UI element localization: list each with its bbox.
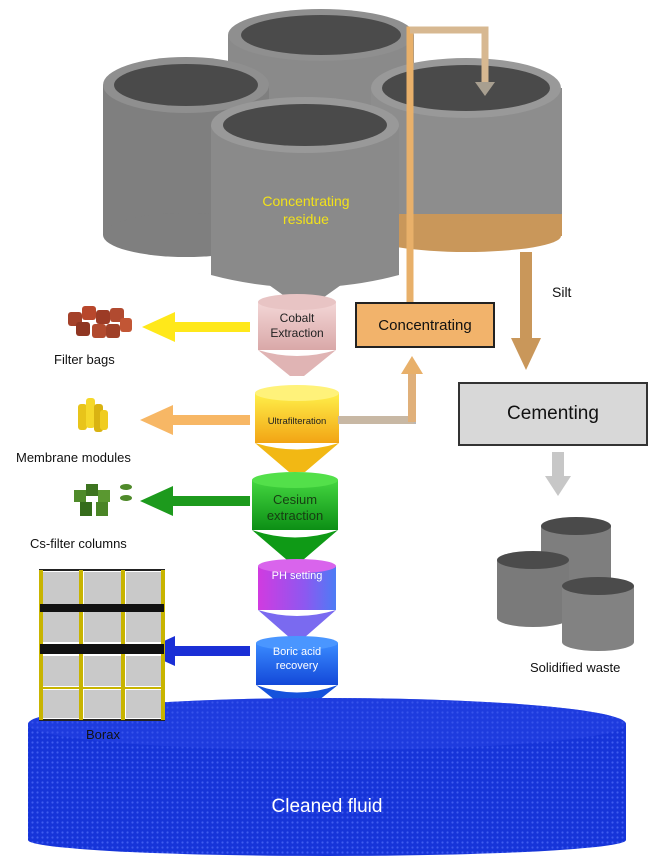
cs-filter-columns-label: Cs-filter columns xyxy=(30,536,127,551)
arrow-membrane-modules xyxy=(140,405,250,435)
cleaned-fluid-tank xyxy=(28,698,626,856)
concentrating-label: Concentrating xyxy=(378,316,472,334)
cesium-extraction-funnel xyxy=(252,472,338,560)
silt-label: Silt xyxy=(552,284,572,300)
ph-setting-funnel xyxy=(258,559,336,638)
filter-bags-label: Filter bags xyxy=(54,352,115,367)
silt-arrow xyxy=(511,252,541,370)
cementing-arrow xyxy=(545,452,571,496)
tank-front xyxy=(211,97,399,300)
ultrafilteration-label: Ultrafilteration xyxy=(267,416,327,427)
filter-bags-icon xyxy=(68,306,132,338)
boric-acid-funnel xyxy=(256,636,338,712)
cementing-label: Cementing xyxy=(507,403,599,424)
arrow-filter-bags xyxy=(142,312,250,342)
concentrating-box: Concentrating xyxy=(355,302,495,348)
arrow-cs-filter xyxy=(140,486,250,516)
cementing-box: Cementing xyxy=(458,382,648,446)
cleaned-fluid-label: Cleaned fluid xyxy=(271,796,383,817)
tank-right xyxy=(371,58,562,252)
borax-icon xyxy=(39,569,165,721)
membrane-modules-label: Membrane modules xyxy=(16,450,131,465)
ph-setting-label: PH setting xyxy=(271,570,323,582)
membrane-modules-icon xyxy=(78,398,108,432)
recycle-pipe xyxy=(406,26,495,302)
borax-label: Borax xyxy=(86,727,120,742)
solidified-waste-label: Solidified waste xyxy=(530,660,621,675)
cs-filter-columns-icon xyxy=(74,484,132,516)
solidified-waste-drums xyxy=(497,517,634,651)
cobalt-extraction-funnel xyxy=(258,294,336,376)
boric-acid-recovery-label: Boric acid recovery xyxy=(272,646,322,672)
cesium-extraction-label: Cesium extraction xyxy=(266,492,324,524)
concentrating-residue-label: Concentrating residue xyxy=(262,193,350,227)
concentrate-pipe xyxy=(338,356,423,424)
cobalt-extraction-label: Cobalt Extraction xyxy=(270,311,324,340)
residue-tanks xyxy=(103,9,562,300)
ultrafilteration-funnel xyxy=(255,385,339,472)
